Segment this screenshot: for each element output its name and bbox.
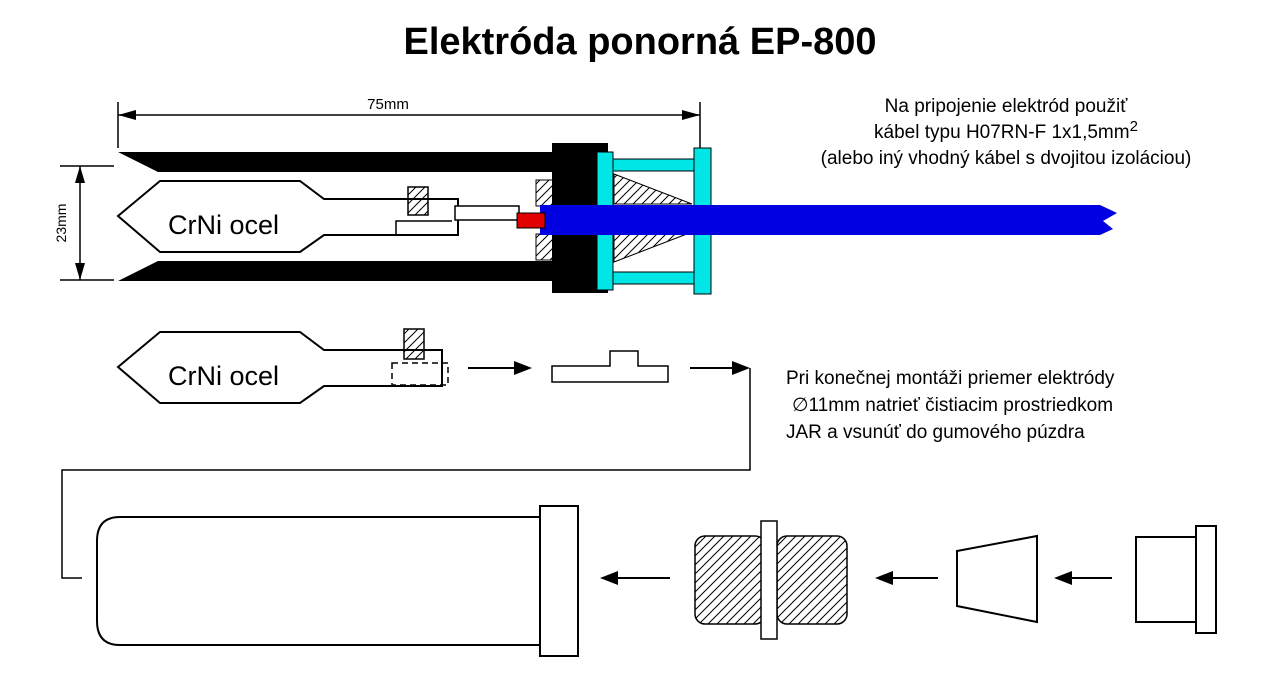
end-cap-body (1135, 536, 1197, 623)
contact-plate (454, 205, 520, 221)
sealing-cone-hatch-top (613, 173, 693, 205)
page-title: Elektróda ponorná EP-800 (403, 21, 876, 63)
arrow-left-2 (875, 571, 938, 585)
sealing-cone-hatch-bottom (613, 231, 693, 263)
end-cap-flange (1195, 525, 1217, 634)
arrow-left-3 (1054, 571, 1112, 585)
dimension-23mm: 23mm (53, 165, 114, 281)
contact-bracket-part (551, 350, 669, 383)
gland-nut-left-half (694, 535, 766, 625)
exploded-electrode-drawing: CrNi ocel (61, 328, 751, 579)
arrow-left-1 (600, 571, 670, 585)
gland-nut-right-half (776, 535, 848, 625)
cable-note-line3: (alebo iný vhodný kábel s dvojitou izolá… (821, 148, 1192, 169)
assembled-electrode-drawing: CrNi ocel (116, 143, 1117, 295)
rubber-housing-body (96, 516, 541, 646)
dim-arrowhead-top (75, 166, 85, 183)
assembly-note-line2: ∅11mm natrieť čistiacim prostriedkom (792, 395, 1113, 416)
arrowhead-left (600, 571, 618, 585)
gland-nut-washer (760, 520, 778, 640)
assembly-note: Pri konečnej montáži priemer elektródy ∅… (786, 368, 1115, 443)
cable-note-line2: kábel typu H07RN-F 1x1,5mm2 (874, 118, 1138, 143)
assembly-note-line3: JAR a vsunúť do gumového púzdra (786, 422, 1085, 443)
cable-terminal (516, 212, 546, 229)
arrowhead-left (875, 571, 893, 585)
assembly-note-line1: Pri konečnej montáži priemer elektródy (786, 368, 1115, 389)
outer-tube-top-bar (118, 152, 580, 172)
clamp-screw (403, 328, 425, 360)
end-cap-drawing (1135, 525, 1217, 634)
clamp-bar-top (612, 158, 695, 172)
clamp-screw (407, 186, 429, 216)
dim-length-label: 75mm (367, 96, 409, 113)
assembly-arrowhead-right-2 (732, 361, 750, 375)
cable-note-line1: Na pripojenie elektród použiť (885, 96, 1129, 117)
assembly-flow-line (61, 368, 751, 579)
hidden-slot-outline (391, 362, 449, 386)
sealing-cone-part (956, 534, 1038, 624)
dim-diameter-label: 23mm (53, 204, 69, 243)
gland-nut-drawing (694, 520, 848, 640)
material-label: CrNi ocel (168, 361, 279, 391)
dim-arrowhead-right (682, 110, 700, 120)
material-label: CrNi ocel (168, 210, 279, 240)
outer-tube-bottom-bar (118, 261, 580, 281)
cable-note-line2-main: kábel typu H07RN-F 1x1,5mm (874, 122, 1130, 143)
gland-body-hatch-top (535, 179, 598, 207)
dim-arrowhead-left (118, 110, 136, 120)
arrowhead-left (1054, 571, 1072, 585)
cable (540, 205, 1117, 235)
assembly-arrowhead-right-1 (514, 361, 532, 375)
rubber-housing-flange (539, 505, 579, 657)
gland-body-hatch-bottom (535, 233, 598, 261)
cable-note-line2-superscript: 2 (1130, 118, 1138, 135)
shaft-step-detail (395, 220, 452, 235)
cable-note: Na pripojenie elektród použiť kábel typu… (821, 96, 1192, 169)
clamp-bar-bottom (612, 271, 695, 285)
rubber-housing-drawing (96, 505, 579, 657)
sealing-cone-drawing (956, 534, 1038, 624)
dimension-75mm: 75mm (117, 96, 701, 150)
dim-arrowhead-bottom (75, 263, 85, 280)
electrode-body-outline (116, 331, 443, 404)
